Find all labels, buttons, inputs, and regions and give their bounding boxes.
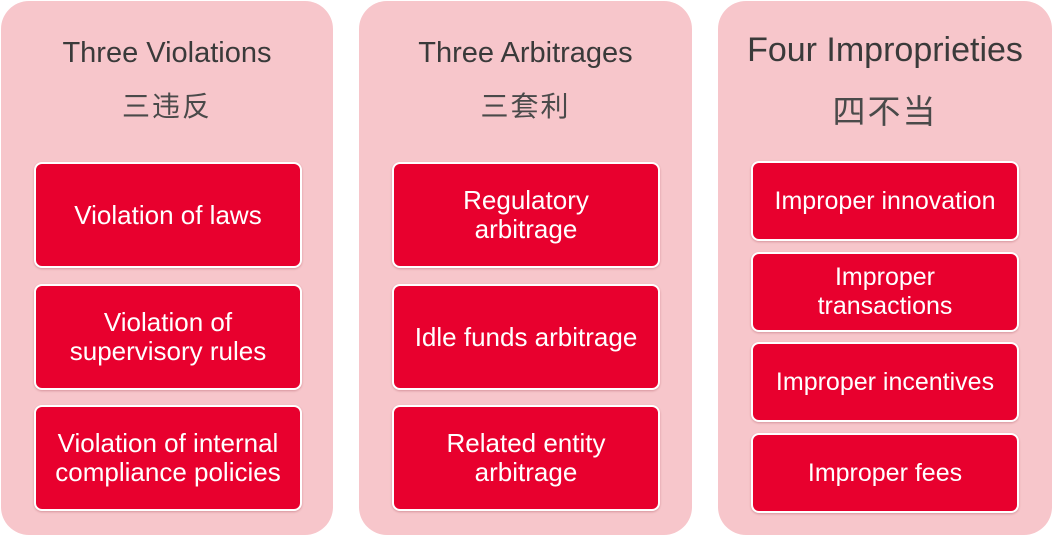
item-box-improper-incentives: Improper incentives: [751, 342, 1019, 422]
item-label-line: Violation of: [103, 307, 233, 337]
item-box-improper-transactions: Improper transactions: [751, 252, 1019, 332]
panel-three-violations: Three Violations 三违反 Violation of laws V…: [1, 1, 333, 535]
panel-title-english: Three Violations: [62, 37, 272, 69]
item-box-improper-fees: Improper fees: [751, 433, 1019, 513]
item-label-line: compliance policies: [55, 457, 281, 487]
item-box-violation-of-internal-compliance: Violation of internal compliance policie…: [34, 405, 302, 511]
item-label-line: Regulatory: [463, 185, 589, 215]
item-label-line: Related entity: [446, 428, 606, 458]
item-label-line: arbitrage: [474, 214, 578, 244]
panel-title-english: Three Arbitrages: [418, 37, 633, 69]
panel-title-chinese: 三套利: [480, 90, 571, 123]
panel-title-chinese: 四不当: [832, 92, 938, 131]
item-box-improper-innovation: Improper innovation: [751, 161, 1019, 241]
item-label-line: supervisory rules: [69, 336, 267, 366]
item-box-idle-funds-arbitrage: Idle funds arbitrage: [392, 284, 660, 390]
panel-four-improprieties: Four Improprieties 四不当 Improper innovati…: [718, 1, 1052, 535]
item-label-line: Improper fees: [807, 458, 963, 487]
item-label-line: transactions: [817, 292, 953, 320]
item-box-violation-of-laws: Violation of laws: [34, 162, 302, 268]
item-box-regulatory-arbitrage: Regulatory arbitrage: [392, 162, 660, 268]
panel-three-arbitrages: Three Arbitrages 三套利 Regulatory arbitrag…: [359, 1, 692, 535]
item-label-line: arbitrage: [474, 457, 578, 487]
item-label-line: Improper incentives: [775, 367, 995, 396]
item-box-related-entity-arbitrage: Related entity arbitrage: [392, 405, 660, 511]
item-label-line: Improper: [834, 263, 936, 291]
item-box-violation-of-supervisory-rules: Violation of supervisory rules: [34, 284, 302, 390]
panel-title-english: Four Improprieties: [747, 31, 1023, 69]
item-label-line: Improper innovation: [774, 186, 996, 215]
item-label-line: Violation of laws: [74, 199, 262, 230]
item-label-line: Violation of internal: [57, 428, 279, 458]
panel-title-chinese: 三违反: [121, 90, 212, 123]
item-label-line: Idle funds arbitrage: [414, 321, 638, 352]
